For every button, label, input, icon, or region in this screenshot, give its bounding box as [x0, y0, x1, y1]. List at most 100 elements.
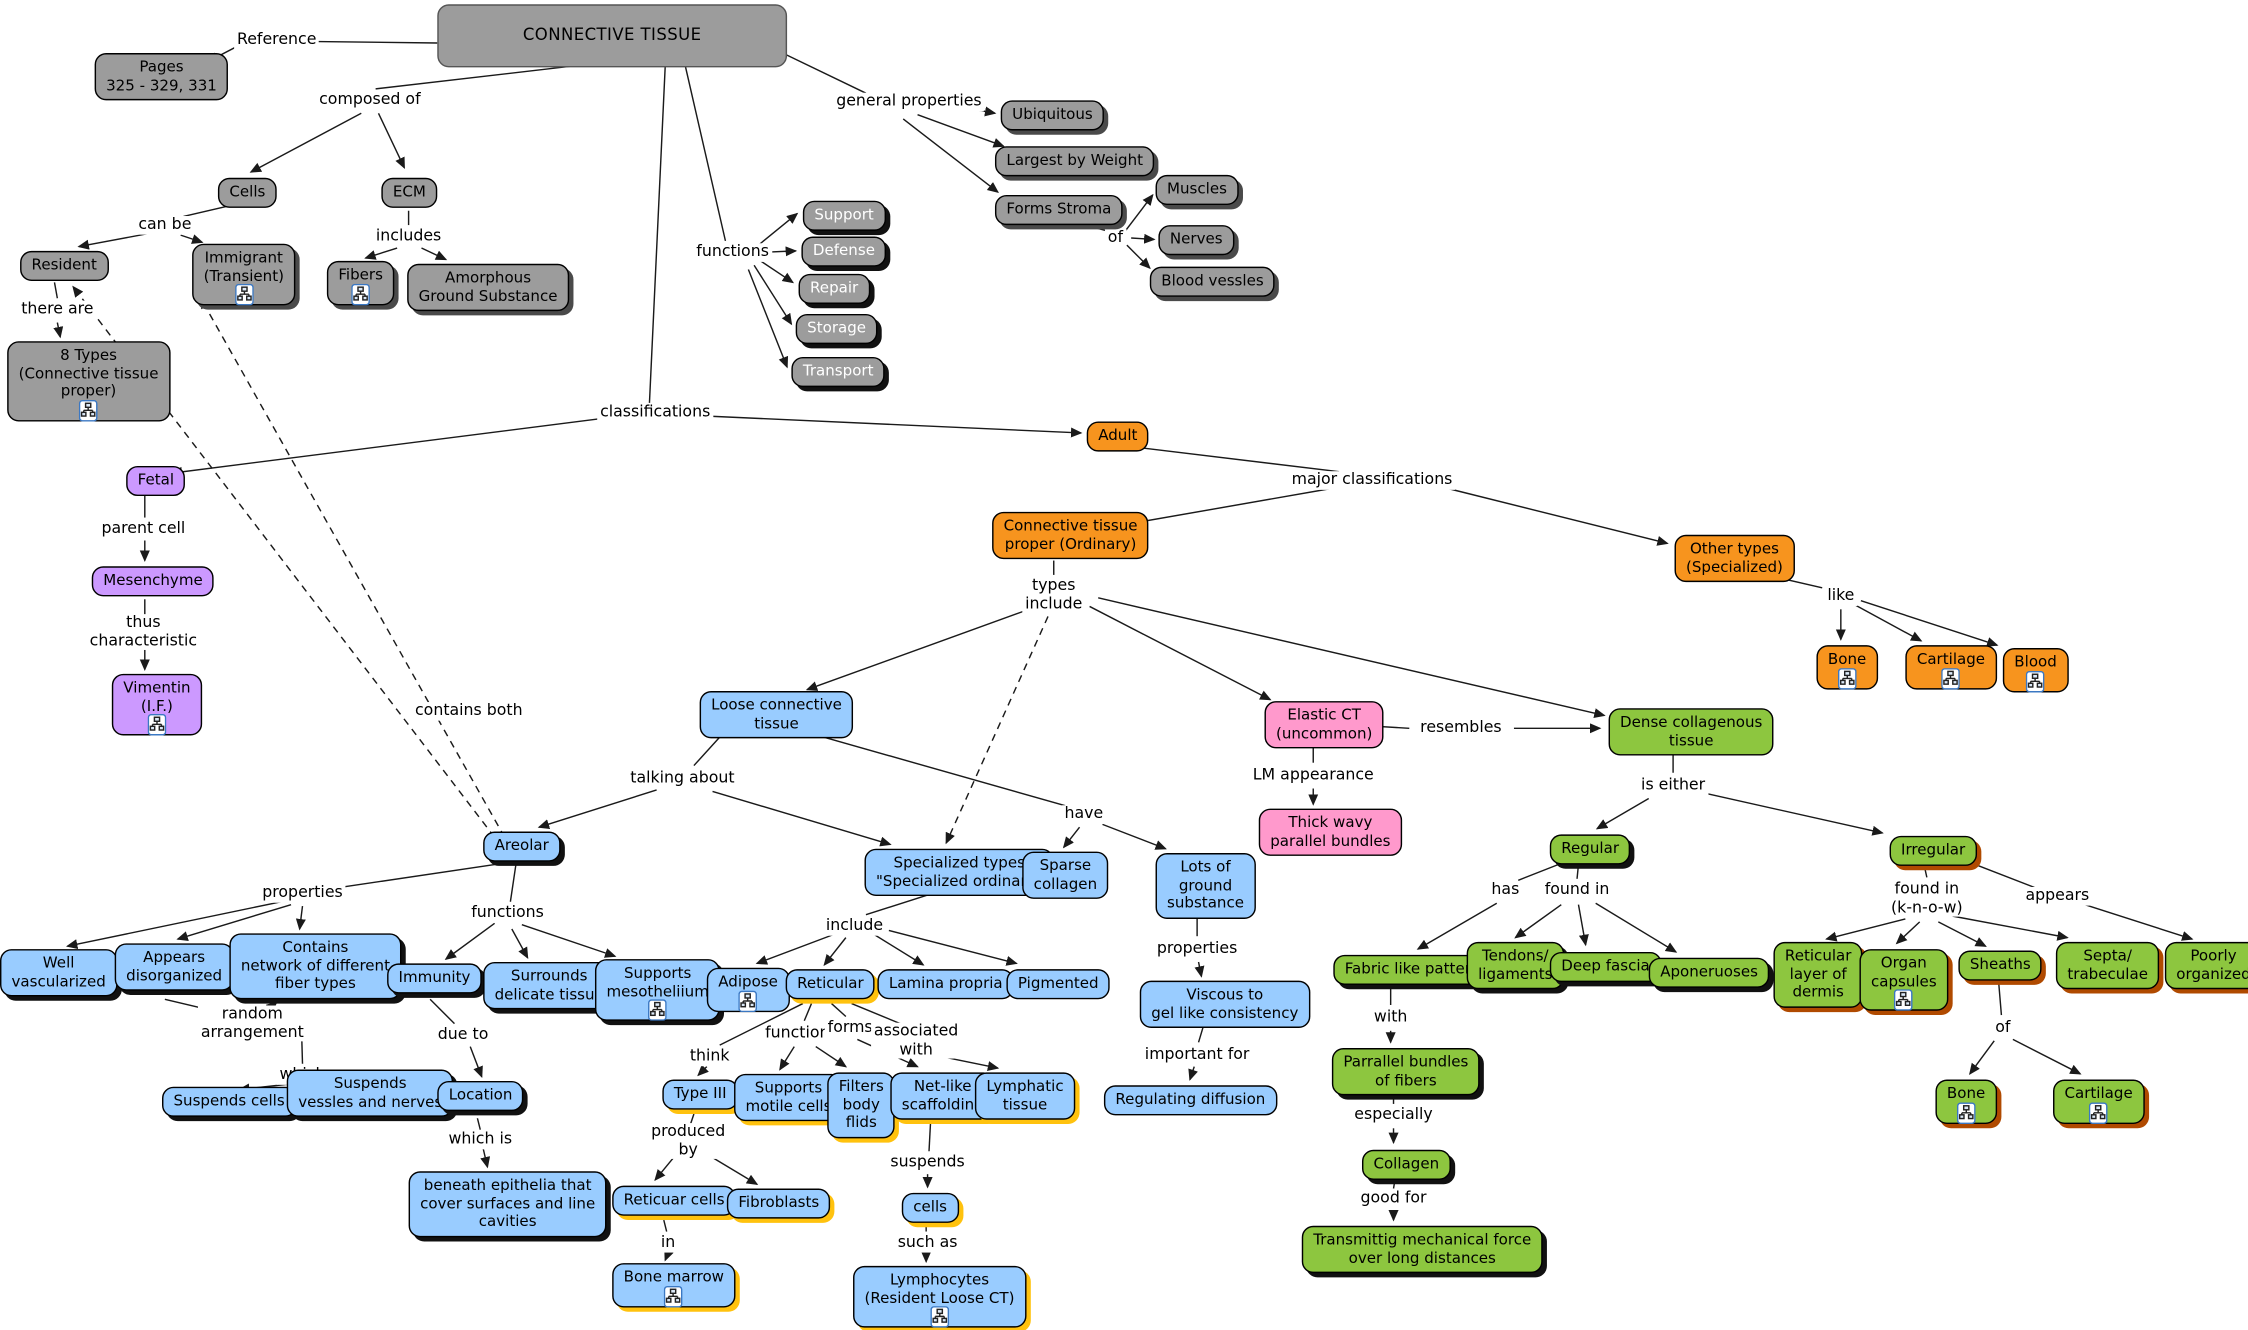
node-cells-label: Cells	[229, 183, 266, 201]
resource-icon[interactable]	[648, 999, 667, 1022]
node-supports-mesotheliium[interactable]: Supports mesotheliium	[594, 959, 721, 1022]
node-organ-capsules[interactable]: Organ capsules	[1859, 949, 1949, 1012]
node-collagen[interactable]: Collagen	[1361, 1149, 1451, 1180]
node-filters-body-flids[interactable]: Filters body flids	[827, 1072, 896, 1139]
node-immigrant[interactable]: Immigrant (Transient)	[192, 243, 296, 306]
node-connective-tissue[interactable]: CONNECTIVE TISSUE	[437, 4, 788, 68]
resource-icon[interactable]	[738, 990, 758, 1012]
node-storage[interactable]: Storage	[795, 313, 878, 344]
node-ubiquitous[interactable]: Ubiquitous	[1000, 100, 1105, 130]
node-regular[interactable]: Regular	[1549, 834, 1631, 864]
node-8-types[interactable]: 8 Types (Connective tissue proper)	[7, 341, 170, 422]
node-surrounds-delicate[interactable]: Surrounds delicate tissue	[483, 961, 616, 1010]
node-lymphocytes[interactable]: Lymphocytes (Resident Loose CT)	[853, 1265, 1026, 1328]
resource-icon[interactable]	[1837, 667, 1857, 690]
node-beneath-epithelia[interactable]: beneath epithelia that cover surfaces an…	[408, 1171, 607, 1237]
node-fibers[interactable]: Fibers	[326, 260, 395, 305]
node-reticuar-cells[interactable]: Reticuar cells	[612, 1185, 737, 1216]
node-aponeruoses[interactable]: Aponeruoses	[1648, 957, 1770, 988]
node-regulating-diffusion[interactable]: Regulating diffusion	[1103, 1085, 1277, 1115]
node-fetal[interactable]: Fetal	[126, 465, 186, 496]
node-amorphous[interactable]: Amorphous Ground Substance	[407, 263, 569, 312]
node-other-types[interactable]: Other types (Specialized)	[1674, 534, 1795, 583]
node-deep-fascia[interactable]: Deep fascia	[1549, 951, 1662, 982]
resource-icon[interactable]	[79, 399, 98, 422]
node-fibroblasts[interactable]: Fibroblasts	[726, 1188, 831, 1219]
node-type-iii[interactable]: Type III	[662, 1079, 738, 1110]
link-label-12-major-classifications: major classifications	[1288, 470, 1456, 490]
node-dense-collagenous[interactable]: Dense collagenous tissue	[1608, 708, 1774, 756]
node-supports-motile[interactable]: Supports motile cells	[734, 1073, 843, 1122]
connector-86	[444, 922, 496, 960]
node-defense[interactable]: Defense	[801, 236, 887, 267]
node-repair[interactable]: Repair	[798, 273, 870, 304]
node-cells[interactable]: Cells	[217, 177, 277, 208]
node-septa-trabeculae[interactable]: Septa/ trabeculae	[2055, 941, 2160, 990]
node-cartilage-green[interactable]: Cartilage	[2053, 1079, 2145, 1124]
connector-123	[2080, 902, 2194, 941]
node-well-vascularized[interactable]: Well vascularized	[0, 949, 118, 997]
node-areolar[interactable]: Areolar	[483, 831, 561, 862]
node-sheaths[interactable]: Sheaths	[1958, 950, 2043, 981]
link-label-23-which-is: which is	[445, 1130, 515, 1149]
node-blood-vessles[interactable]: Blood vessles	[1149, 266, 1276, 297]
node-fabric-pattern[interactable]: Fabric like pattern	[1333, 954, 1492, 985]
node-adult[interactable]: Adult	[1086, 421, 1149, 452]
node-reticular-layer[interactable]: Reticular layer of dermis	[1773, 941, 1863, 1008]
node-thick-wavy[interactable]: Thick wavy parallel bundles	[1258, 808, 1402, 857]
resource-icon[interactable]	[1956, 1101, 1976, 1124]
node-loose-ct[interactable]: Loose connective tissue	[699, 691, 854, 739]
resource-icon[interactable]	[234, 284, 254, 306]
node-suspends-vessles[interactable]: Suspends vessles and nerves	[286, 1069, 454, 1118]
node-cells-node[interactable]: cells	[901, 1192, 959, 1223]
node-blood-orange[interactable]: Blood	[2002, 648, 2069, 692]
connector-106	[1416, 902, 1498, 950]
node-tendons-ligaments[interactable]: Tendons/ ligaments	[1466, 941, 1564, 990]
node-reticular[interactable]: Reticular	[785, 969, 876, 999]
node-viscous[interactable]: Viscous to gel like consistency	[1139, 980, 1310, 1029]
connector-34	[1136, 446, 1340, 473]
node-immunity[interactable]: Immunity	[387, 963, 482, 993]
resource-icon[interactable]	[2089, 1101, 2108, 1124]
resource-icon[interactable]	[351, 283, 370, 305]
node-forms-stroma[interactable]: Forms Stroma	[994, 194, 1123, 225]
node-vimentin[interactable]: Vimentin (I.F.)	[111, 673, 203, 736]
node-irregular[interactable]: Irregular	[1889, 835, 1977, 866]
node-ct-proper[interactable]: Connective tissue proper (Ordinary)	[992, 511, 1149, 560]
node-contains-network[interactable]: Contains network of different fiber type…	[229, 933, 402, 999]
node-lots-ground[interactable]: Lots of ground substance	[1155, 853, 1256, 919]
resource-icon[interactable]	[1941, 667, 1961, 690]
node-adipose[interactable]: Adipose	[706, 967, 790, 1012]
node-lamina-propria[interactable]: Lamina propria	[877, 969, 1015, 999]
resource-icon[interactable]	[147, 714, 167, 736]
connector-40	[1098, 597, 1606, 719]
node-transmittig[interactable]: Transmittig mechanical force over long d…	[1301, 1225, 1543, 1274]
node-ecm[interactable]: ECM	[381, 177, 438, 208]
node-support-label: Support	[814, 206, 874, 224]
resource-icon[interactable]	[2026, 670, 2045, 692]
node-resident[interactable]: Resident	[20, 250, 109, 281]
node-suspends-cells[interactable]: Suspends cells	[162, 1086, 297, 1117]
node-bone-marrow[interactable]: Bone marrow	[612, 1263, 736, 1307]
node-support[interactable]: Support	[802, 200, 886, 231]
node-lymphatic-tissue[interactable]: Lymphatic tissue	[974, 1072, 1076, 1120]
node-bone-green[interactable]: Bone	[1935, 1079, 1997, 1124]
node-parrallel-bundles[interactable]: Parrallel bundles of fibers	[1331, 1048, 1480, 1096]
node-poorly-organized[interactable]: Poorly organized	[2164, 941, 2248, 990]
node-sparse-collagen[interactable]: Sparse collagen	[1022, 851, 1109, 900]
node-largest-by-weight[interactable]: Largest by Weight	[994, 146, 1155, 176]
resource-icon[interactable]	[664, 1285, 684, 1307]
node-elastic-ct[interactable]: Elastic CT (uncommon)	[1264, 701, 1384, 749]
node-bone-orange[interactable]: Bone	[1816, 645, 1878, 690]
resource-icon[interactable]	[1894, 989, 1914, 1012]
node-transport[interactable]: Transport	[791, 356, 885, 387]
resource-icon[interactable]	[930, 1306, 949, 1328]
node-pigmented[interactable]: Pigmented	[1006, 969, 1111, 999]
node-muscles[interactable]: Muscles	[1155, 174, 1239, 205]
node-location[interactable]: Location	[437, 1080, 524, 1111]
node-cartilage-orange[interactable]: Cartilage	[1905, 645, 1997, 690]
node-mesenchyme[interactable]: Mesenchyme	[91, 566, 215, 596]
node-nerves[interactable]: Nerves	[1158, 225, 1235, 255]
node-pages[interactable]: Pages 325 - 329, 331	[94, 53, 229, 101]
node-appears-disorganized[interactable]: Appears disorganized	[114, 943, 234, 991]
